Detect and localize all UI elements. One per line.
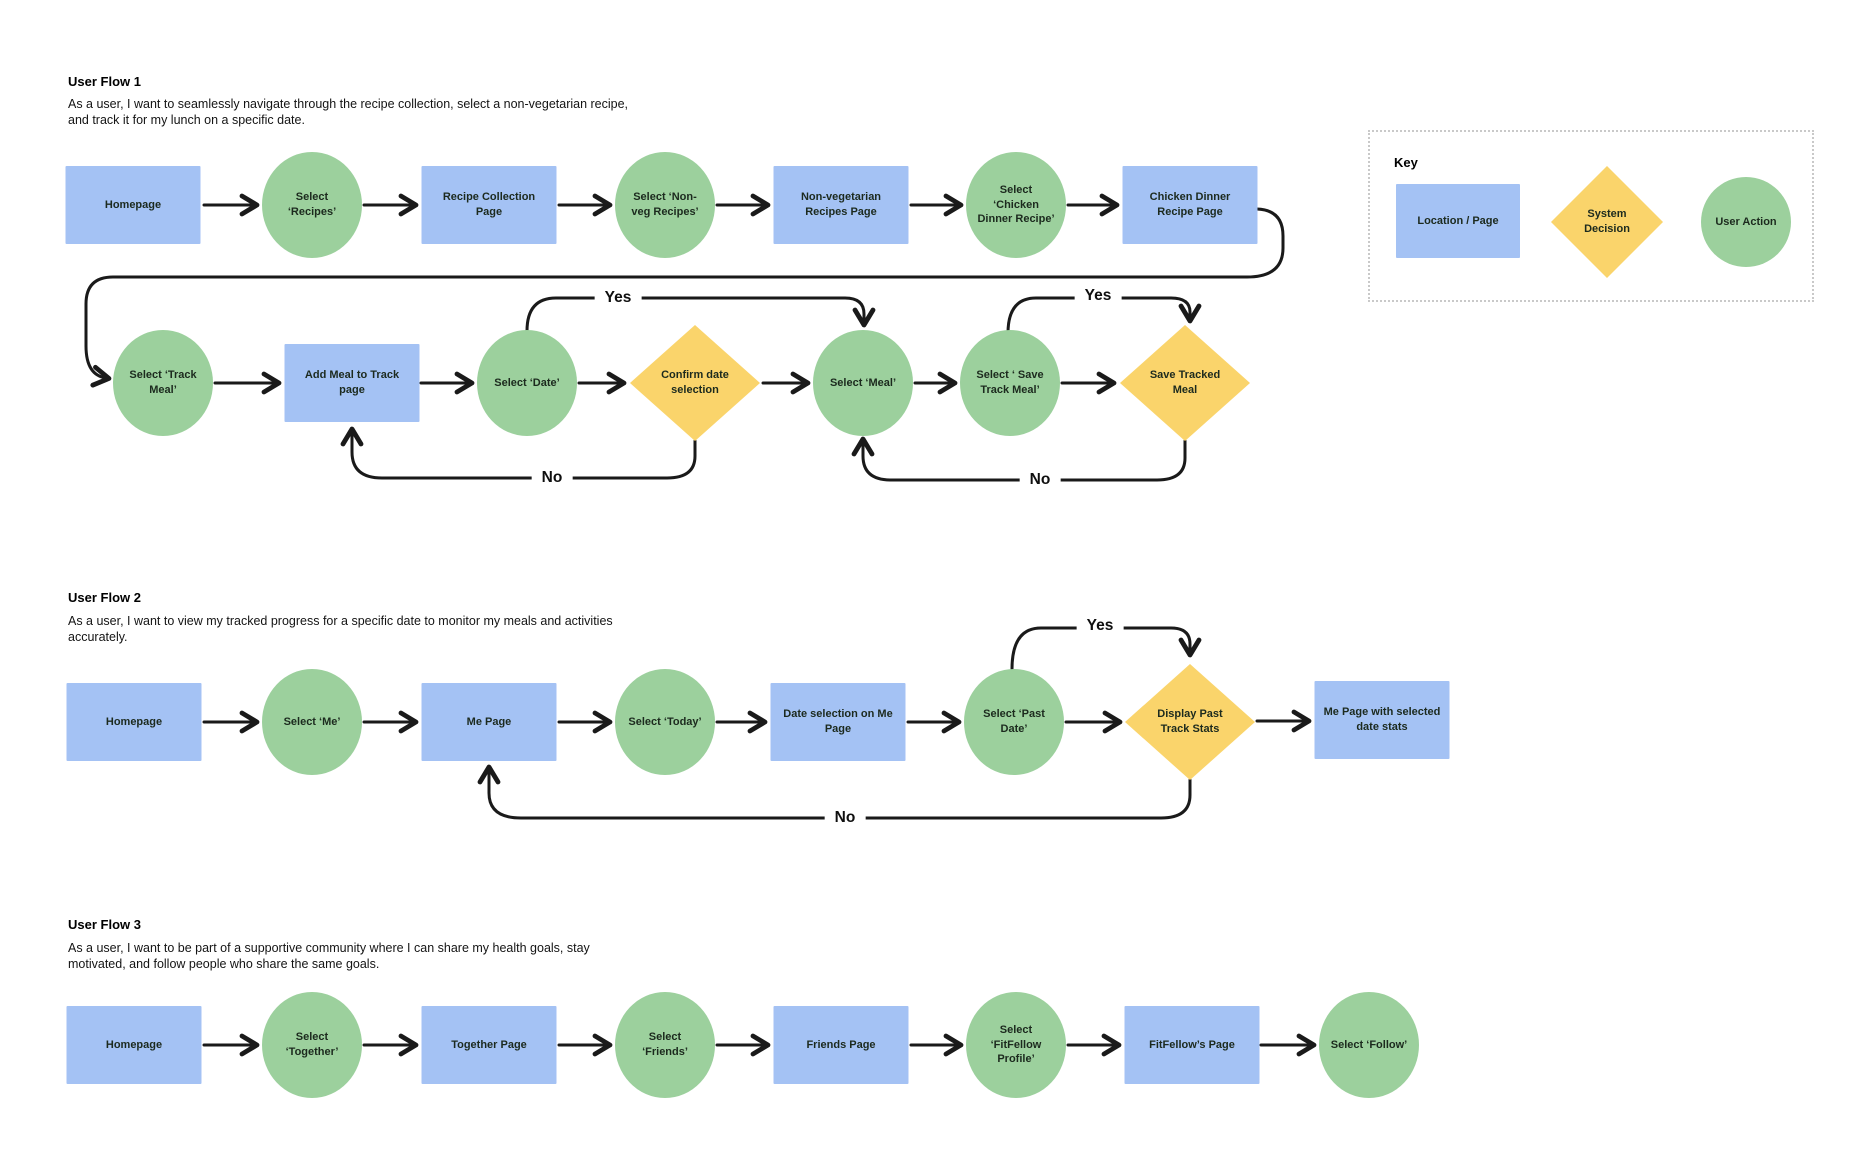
flow2-node-select-past-date: Select ‘Past Date’ bbox=[964, 669, 1064, 775]
flow3-node-select-fitfellow-profile: Select ‘FitFellow Profile’ bbox=[966, 992, 1066, 1098]
flow1-yes-save-connector bbox=[1006, 296, 1202, 335]
flow1-node-select-chicken-dinner-recipe: Select ‘Chicken Dinner Recipe’ bbox=[966, 152, 1066, 258]
flow1-wrap-connector bbox=[84, 207, 1285, 388]
flow3-node-select-friends: Select ‘Friends’ bbox=[615, 992, 715, 1098]
flow1-node-add-meal-to-track-page: Add Meal to Track page bbox=[284, 344, 420, 422]
flow1-node-recipe-collection-page: Recipe Collection Page bbox=[421, 166, 557, 244]
flow2-node-select-me: Select ‘Me’ bbox=[262, 669, 362, 775]
flow2-yes-connector bbox=[1010, 626, 1202, 671]
flow1-no-confirm-connector bbox=[340, 426, 697, 480]
flow1-yes-date-connector bbox=[525, 296, 876, 333]
flow3-title: User Flow 3 bbox=[68, 917, 141, 932]
flow1-node-select-recipes: Select ‘Recipes’ bbox=[262, 152, 362, 258]
flow1-yes-label-1: Yes bbox=[594, 289, 642, 307]
flow2-arrows bbox=[202, 709, 1312, 734]
flow1-node-select-track-meal: Select ‘Track Meal’ bbox=[113, 330, 213, 436]
flow1-yes-label-2: Yes bbox=[1074, 287, 1122, 305]
flow2-node-date-selection-on-me-page: Date selection on Me Page bbox=[770, 683, 906, 761]
flow1-title: User Flow 1 bbox=[68, 74, 141, 89]
flow3-node-fitfellows-page: FitFellow’s Page bbox=[1124, 1006, 1260, 1084]
flow2-node-me-page-with-selected-date-stats: Me Page with selected date stats bbox=[1314, 681, 1450, 759]
flow3-node-select-follow: Select ‘Follow’ bbox=[1319, 992, 1419, 1098]
flow2-node-select-today: Select ‘Today’ bbox=[615, 669, 715, 775]
flow2-node-homepage: Homepage bbox=[66, 683, 202, 761]
flow3-node-select-together: Select ‘Together’ bbox=[262, 992, 362, 1098]
flow1-no-label-2: No bbox=[1019, 471, 1061, 489]
flow1-node-select-save-track-meal: Select ‘ Save Track Meal’ bbox=[960, 330, 1060, 436]
flow1-node-select-date: Select ‘Date’ bbox=[477, 330, 577, 436]
flow3-node-together-page: Together Page bbox=[421, 1006, 557, 1084]
flow3-node-friends-page: Friends Page bbox=[773, 1006, 909, 1084]
flow1-description: As a user, I want to seamlessly navigate… bbox=[68, 97, 629, 127]
flow2-no-label: No bbox=[824, 809, 866, 827]
flow1-node-non-veg-recipes-page: Non-vegetarian Recipes Page bbox=[773, 166, 909, 244]
key-panel bbox=[1368, 130, 1814, 302]
flow1-node-select-meal: Select ‘Meal’ bbox=[813, 330, 913, 436]
flow2-yes-label: Yes bbox=[1076, 617, 1124, 635]
flow1-no-label-1: No bbox=[531, 469, 573, 487]
flow3-description: As a user, I want to be part of a suppor… bbox=[68, 941, 590, 971]
flow1-node-homepage: Homepage bbox=[65, 166, 201, 244]
flow2-description: As a user, I want to view my tracked pro… bbox=[68, 614, 613, 644]
key-user-action-shape: User Action bbox=[1701, 177, 1791, 267]
key-title: Key bbox=[1394, 155, 1418, 170]
flow2-node-me-page: Me Page bbox=[421, 683, 557, 761]
flow1-node-chicken-dinner-recipe-page: Chicken Dinner Recipe Page bbox=[1122, 166, 1258, 244]
flow3-node-homepage: Homepage bbox=[66, 1006, 202, 1084]
flow1-node-select-non-veg-recipes: Select ‘Non-veg Recipes’ bbox=[615, 152, 715, 258]
flow2-title: User Flow 2 bbox=[68, 590, 141, 605]
key-location-page-shape: Location / Page bbox=[1396, 184, 1520, 258]
